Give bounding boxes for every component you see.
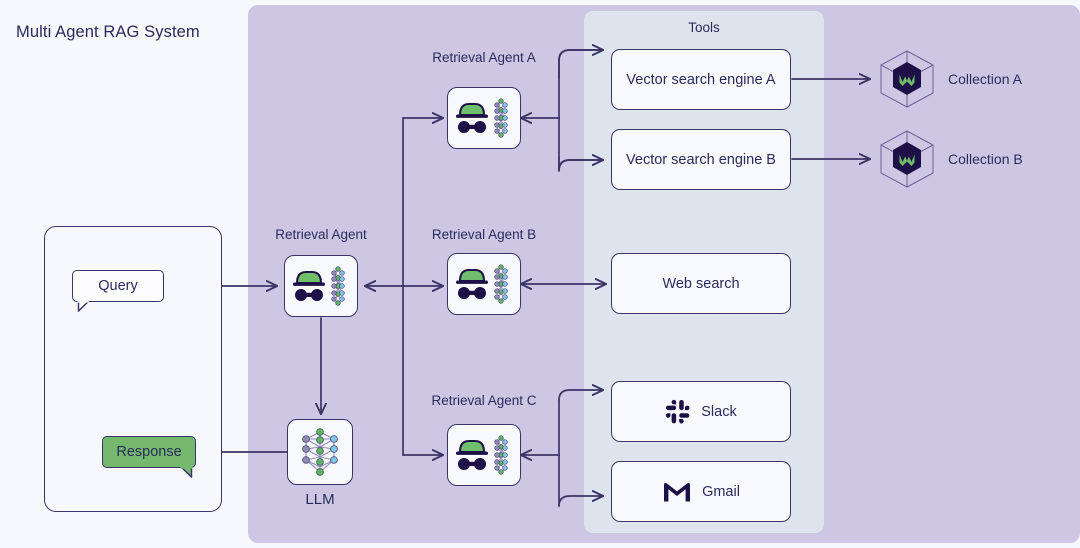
tool-slack[interactable]: Slack — [611, 381, 791, 442]
incognito-network-icon — [456, 98, 508, 138]
response-label: Response — [116, 444, 182, 460]
incognito-network-icon — [456, 435, 508, 475]
query-bubble-tail — [77, 300, 89, 312]
query-label: Query — [98, 278, 138, 294]
retrieval-agent-label: Retrieval Agent — [275, 227, 367, 242]
page-title: Multi Agent RAG System — [16, 23, 200, 41]
response-bubble[interactable]: Response — [102, 436, 196, 478]
tool-gmail[interactable]: Gmail — [611, 461, 791, 522]
retrieval-agent-c-label: Retrieval Agent C — [431, 393, 537, 408]
tool-label: Web search — [662, 275, 740, 292]
retrieval-agent-a-label: Retrieval Agent A — [432, 50, 536, 65]
tool-vector-search-engine-a[interactable]: Vector search engine A — [611, 49, 791, 110]
incognito-network-icon — [293, 266, 345, 306]
slack-icon — [666, 399, 690, 423]
query-bubble[interactable]: Query — [72, 270, 164, 312]
collection-a-icon-wrap[interactable] — [876, 48, 938, 110]
tool-label: Gmail — [702, 483, 740, 500]
retrieval-agent-a-node[interactable] — [447, 87, 521, 149]
gmail-icon — [664, 482, 691, 501]
retrieval-agent-b-node[interactable] — [447, 253, 521, 315]
tool-web-search[interactable]: Web search — [611, 253, 791, 314]
tool-label: Vector search engine B — [626, 151, 776, 168]
weaviate-hexagon-icon — [880, 130, 934, 188]
llm-node[interactable] — [287, 419, 353, 485]
collection-b-icon-wrap[interactable] — [876, 128, 938, 190]
collection-a-label: Collection A — [948, 71, 1022, 87]
retrieval-agent-node[interactable] — [284, 255, 358, 317]
collection-b-label: Collection B — [948, 151, 1023, 167]
weaviate-hexagon-icon — [880, 50, 934, 108]
tool-label: Vector search engine A — [626, 71, 776, 88]
response-bubble-tail — [180, 466, 193, 478]
tool-vector-search-engine-b[interactable]: Vector search engine B — [611, 129, 791, 190]
tool-label: Slack — [701, 403, 737, 420]
retrieval-agent-c-node[interactable] — [447, 424, 521, 486]
incognito-network-icon — [456, 264, 508, 304]
llm-label: LLM — [305, 491, 335, 508]
client-boundary-box — [44, 226, 222, 512]
neural-network-icon — [302, 428, 338, 476]
tools-panel-label: Tools — [688, 20, 720, 35]
retrieval-agent-b-label: Retrieval Agent B — [431, 227, 537, 242]
